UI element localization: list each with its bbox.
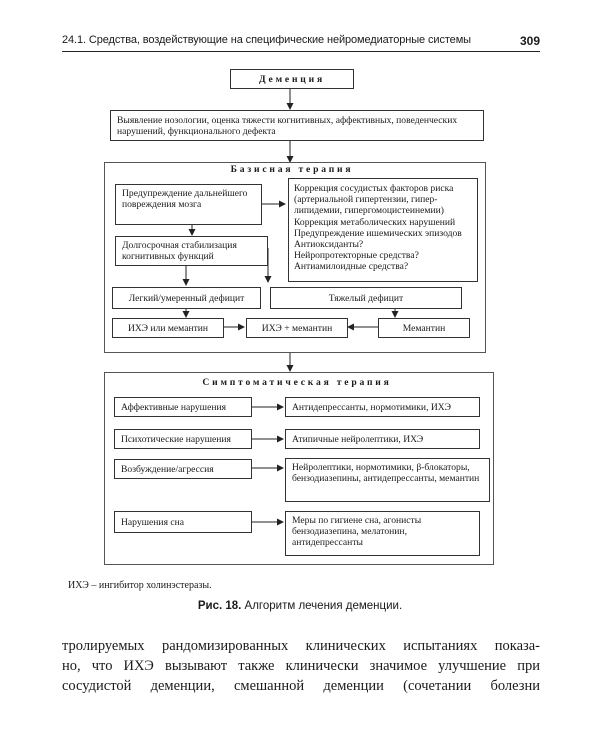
- body-line: но, что ИХЭ вызывают также клинически зн…: [62, 658, 540, 674]
- symptomatic-therapy-group: [104, 372, 494, 565]
- header-rule: [62, 51, 540, 52]
- dementia-box: Деменция: [230, 69, 354, 89]
- affective-box: Аффективные нарушения: [114, 397, 252, 417]
- measures-box: Коррекция сосудистых факторов риска (арт…: [288, 178, 478, 282]
- measure-item: Антиамилоидные средства?: [294, 261, 409, 273]
- body-line: сосудистой деменции, смешанной деменции …: [62, 678, 540, 694]
- mild-deficit-box: Легкий/умеренный дефицит: [112, 287, 261, 309]
- affective-treatment-box: Антидепрессанты, нормотимики, ИХЭ: [285, 397, 480, 417]
- assessment-box: Выявление нозологии, оценка тяжести когн…: [110, 110, 484, 141]
- psychotic-box: Психотические нарушения: [114, 429, 252, 449]
- measure-item: липидемии, гипергомоцистеинемии): [294, 205, 444, 217]
- agitation-box: Возбуждение/агрессия: [114, 459, 252, 479]
- iche-plus-memantine-box: ИХЭ + мемантин: [246, 318, 348, 338]
- prevention-box: Предупреждение дальнейшего повреждения м…: [115, 184, 262, 225]
- measure-item: Коррекция метаболических нарушений: [294, 216, 456, 228]
- page-number: 309: [519, 34, 540, 48]
- body-paragraph: тролируемых рандомизированных клинически…: [62, 636, 540, 696]
- measure-item: (артериальной гипертензии, гипер-: [294, 194, 438, 206]
- severe-deficit-box: Тяжелый дефицит: [270, 287, 462, 309]
- sleep-box: Нарушения сна: [114, 511, 252, 533]
- section-title: 24.1. Средства, воздействующие на специф…: [62, 34, 471, 46]
- basic-therapy-group: [104, 162, 486, 353]
- basic-therapy-title: Базисная терапия: [230, 164, 354, 175]
- stabilization-box: Долгосрочная стабилизация когнитивных фу…: [115, 236, 268, 266]
- measure-item: Коррекция сосудистых факторов риска: [294, 183, 454, 194]
- measure-item: Антиоксиданты?: [294, 239, 364, 251]
- figure-title: Алгоритм лечения деменции.: [244, 600, 403, 612]
- figure-label: Рис. 18.: [197, 600, 242, 612]
- sleep-treatment-box: Меры по гигиене сна, агонисты бензодиазе…: [285, 511, 480, 556]
- iche-or-memantine-box: ИХЭ или мемантин: [112, 318, 224, 338]
- symptomatic-therapy-title: Симптоматическая терапия: [202, 376, 392, 388]
- measure-item: Предупреждение ишемических эпизодов: [294, 227, 462, 239]
- figure-caption: Рис. 18. Алгоритм лечения деменции.: [0, 600, 600, 612]
- flowchart-connectors: [182, 88, 399, 526]
- body-line: тролируемых рандомизированных клинически…: [62, 638, 540, 654]
- memantine-box: Мемантин: [378, 318, 470, 338]
- measure-item: Нейропротекторные средства?: [294, 250, 419, 262]
- psychotic-treatment-box: Атипичные нейролептики, ИХЭ: [285, 429, 480, 449]
- abbreviation-footnote: ИХЭ – ингибитор холинэстеразы.: [68, 580, 212, 591]
- running-header: 24.1. Средства, воздействующие на специф…: [62, 34, 540, 52]
- agitation-treatment-box: Нейролептики, нормотимики, β-блокаторы, …: [285, 458, 490, 502]
